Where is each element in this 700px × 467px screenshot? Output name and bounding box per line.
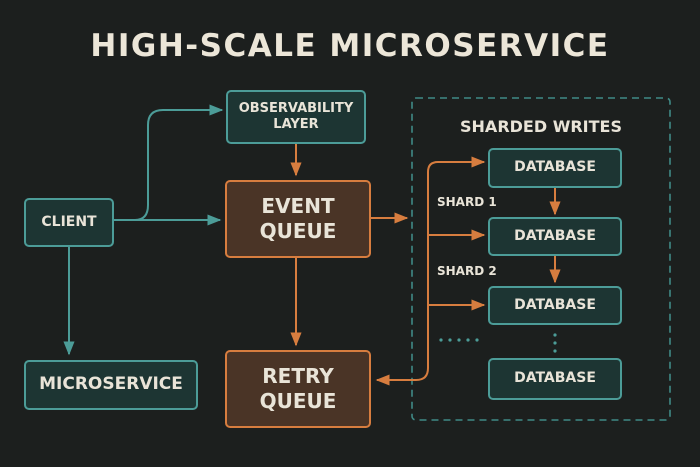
ellipsis-horizontal [439,338,479,342]
diagram-title: HIGH-SCALE MICROSERVICE [90,28,610,64]
shard-trunk-line [375,172,429,386]
sharded-writes-container [411,97,671,421]
shard-trunk [427,156,486,173]
arrow-client-to-observability [134,104,224,221]
database-node-4: DATABASE [488,358,622,400]
database-node-2: DATABASE [488,217,622,256]
microservice-node: MICROSERVICE [24,360,198,410]
event-queue-node: EVENT QUEUE [225,180,371,258]
client-node: CLIENT [24,198,114,247]
shard-1-label: SHARD 1 [437,195,497,209]
sharded-writes-heading: SHARDED WRITES [460,117,622,136]
database-node-3: DATABASE [488,286,622,325]
database-node-1: DATABASE [488,148,622,188]
retry-queue-node: RETRY QUEUE [225,350,371,428]
shard-2-label: SHARD 2 [437,264,497,278]
ellipsis-vertical [553,333,557,353]
observability-layer-node: OBSERVABILITY LAYER [226,90,366,144]
